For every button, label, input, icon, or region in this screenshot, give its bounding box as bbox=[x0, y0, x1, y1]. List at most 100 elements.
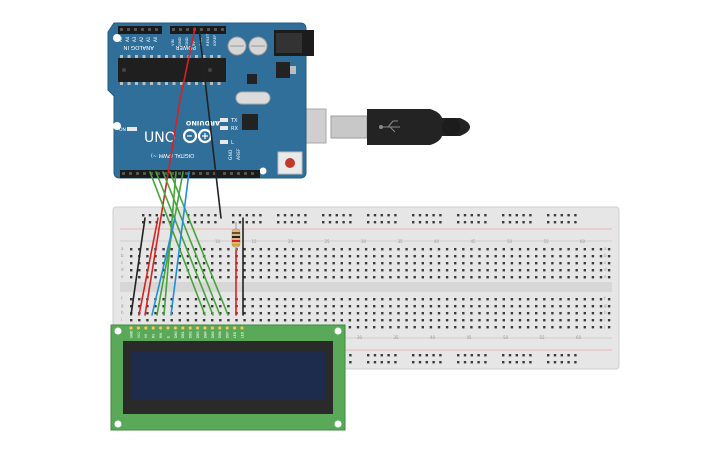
breadboard-hole[interactable] bbox=[470, 276, 473, 279]
breadboard-hole[interactable] bbox=[194, 312, 198, 315]
rail-hole[interactable] bbox=[335, 221, 338, 224]
breadboard-hole[interactable] bbox=[316, 298, 319, 301]
wire-green-data[interactable] bbox=[162, 171, 221, 316]
rail-hole[interactable] bbox=[232, 214, 235, 217]
header-pin[interactable] bbox=[150, 172, 153, 175]
breadboard-hole[interactable] bbox=[373, 305, 376, 308]
breadboard-hole[interactable] bbox=[502, 312, 505, 315]
breadboard-hole[interactable] bbox=[559, 262, 562, 265]
usb-cable[interactable] bbox=[277, 108, 470, 145]
breadboard-hole[interactable] bbox=[381, 305, 384, 308]
breadboard-hole[interactable] bbox=[413, 326, 416, 329]
header-pin[interactable] bbox=[136, 172, 139, 175]
breadboard-hole[interactable] bbox=[146, 305, 149, 308]
rail-hole[interactable] bbox=[245, 214, 248, 217]
breadboard-hole[interactable] bbox=[567, 326, 570, 329]
breadboard-hole[interactable] bbox=[324, 276, 327, 279]
breadboard-hole[interactable] bbox=[364, 262, 368, 265]
breadboard-hole[interactable] bbox=[405, 298, 408, 301]
rail-hole[interactable] bbox=[457, 354, 460, 357]
rail-hole[interactable] bbox=[412, 354, 415, 357]
breadboard-hole[interactable] bbox=[324, 319, 327, 322]
breadboard-hole[interactable] bbox=[202, 248, 206, 251]
breadboard-hole[interactable] bbox=[526, 269, 530, 272]
breadboard-hole[interactable] bbox=[275, 312, 279, 315]
breadboard-hole[interactable] bbox=[607, 305, 611, 308]
breadboard-hole[interactable] bbox=[340, 276, 343, 279]
breadboard-hole[interactable] bbox=[292, 248, 295, 251]
breadboard-hole[interactable] bbox=[583, 248, 586, 251]
breadboard-hole[interactable] bbox=[397, 276, 400, 279]
breadboard-hole[interactable] bbox=[502, 269, 505, 272]
wire-green-data[interactable] bbox=[156, 171, 184, 316]
breadboard-hole[interactable] bbox=[389, 312, 392, 315]
breadboard-hole[interactable] bbox=[445, 269, 449, 272]
power-header[interactable] bbox=[170, 26, 226, 34]
breadboard-hole[interactable] bbox=[170, 269, 173, 272]
breadboard-hole[interactable] bbox=[551, 326, 554, 329]
header-pin[interactable] bbox=[129, 172, 132, 175]
rail-hole[interactable] bbox=[567, 214, 570, 217]
rail-hole[interactable] bbox=[187, 221, 190, 224]
rail-hole[interactable] bbox=[529, 221, 532, 224]
header-pin[interactable] bbox=[171, 172, 174, 175]
rail-hole[interactable] bbox=[553, 361, 557, 364]
breadboard-hole[interactable] bbox=[445, 276, 449, 279]
breadboard-hole[interactable] bbox=[340, 298, 343, 301]
breadboard-hole[interactable] bbox=[219, 255, 222, 258]
breadboard-hole[interactable] bbox=[421, 262, 424, 265]
breadboard-hole[interactable] bbox=[283, 312, 287, 315]
breadboard-hole[interactable] bbox=[470, 255, 473, 258]
breadboard-hole[interactable] bbox=[316, 262, 319, 265]
breadboard-hole[interactable] bbox=[219, 248, 222, 251]
breadboard-hole[interactable] bbox=[138, 269, 141, 272]
breadboard-hole[interactable] bbox=[332, 276, 335, 279]
rail-hole[interactable] bbox=[477, 361, 480, 364]
breadboard-hole[interactable] bbox=[445, 326, 449, 329]
rail-hole[interactable] bbox=[277, 214, 280, 217]
rail-hole[interactable] bbox=[515, 354, 518, 357]
breadboard-hole[interactable] bbox=[429, 276, 433, 279]
rail-hole[interactable] bbox=[252, 221, 255, 224]
breadboard-hole[interactable] bbox=[202, 298, 206, 301]
breadboard-hole[interactable] bbox=[348, 305, 352, 308]
breadboard-hole[interactable] bbox=[283, 269, 287, 272]
breadboard-hole[interactable] bbox=[591, 326, 595, 329]
breadboard-hole[interactable] bbox=[591, 262, 595, 265]
wire-blue-data[interactable] bbox=[151, 217, 176, 316]
breadboard-hole[interactable] bbox=[405, 319, 408, 322]
breadboard-hole[interactable] bbox=[300, 319, 303, 322]
rail-hole[interactable] bbox=[214, 221, 217, 224]
breadboard-hole[interactable] bbox=[251, 276, 254, 279]
breadboard-hole[interactable] bbox=[575, 305, 578, 308]
rail-hole[interactable] bbox=[304, 214, 307, 217]
rail-hole[interactable] bbox=[529, 214, 532, 217]
header-pin[interactable] bbox=[172, 28, 175, 31]
rail-hole[interactable] bbox=[567, 221, 570, 224]
header-pin[interactable] bbox=[122, 172, 125, 175]
breadboard-hole[interactable] bbox=[275, 298, 279, 301]
breadboard-hole[interactable] bbox=[462, 305, 465, 308]
breadboard-hole[interactable] bbox=[162, 319, 165, 322]
breadboard-hole[interactable] bbox=[445, 319, 449, 322]
breadboard-hole[interactable] bbox=[364, 312, 368, 315]
breadboard-hole[interactable] bbox=[364, 255, 368, 258]
breadboard-hole[interactable] bbox=[421, 255, 424, 258]
breadboard-hole[interactable] bbox=[543, 298, 546, 301]
breadboard-hole[interactable] bbox=[202, 269, 206, 272]
breadboard-hole[interactable] bbox=[300, 276, 303, 279]
breadboard-hole[interactable] bbox=[494, 255, 497, 258]
rail-hole[interactable] bbox=[162, 214, 165, 217]
breadboard-hole[interactable] bbox=[599, 255, 603, 258]
wire-black-lcd-gnd[interactable] bbox=[130, 217, 146, 316]
breadboard-hole[interactable] bbox=[599, 298, 603, 301]
breadboard-hole[interactable] bbox=[502, 255, 505, 258]
breadboard-hole[interactable] bbox=[130, 262, 133, 265]
rail-hole[interactable] bbox=[373, 361, 377, 364]
breadboard-hole[interactable] bbox=[470, 262, 473, 265]
breadboard-hole[interactable] bbox=[607, 269, 611, 272]
breadboard-hole[interactable] bbox=[599, 319, 603, 322]
rail-hole[interactable] bbox=[200, 221, 203, 224]
breadboard-hole[interactable] bbox=[324, 255, 327, 258]
rail-hole[interactable] bbox=[560, 361, 563, 364]
